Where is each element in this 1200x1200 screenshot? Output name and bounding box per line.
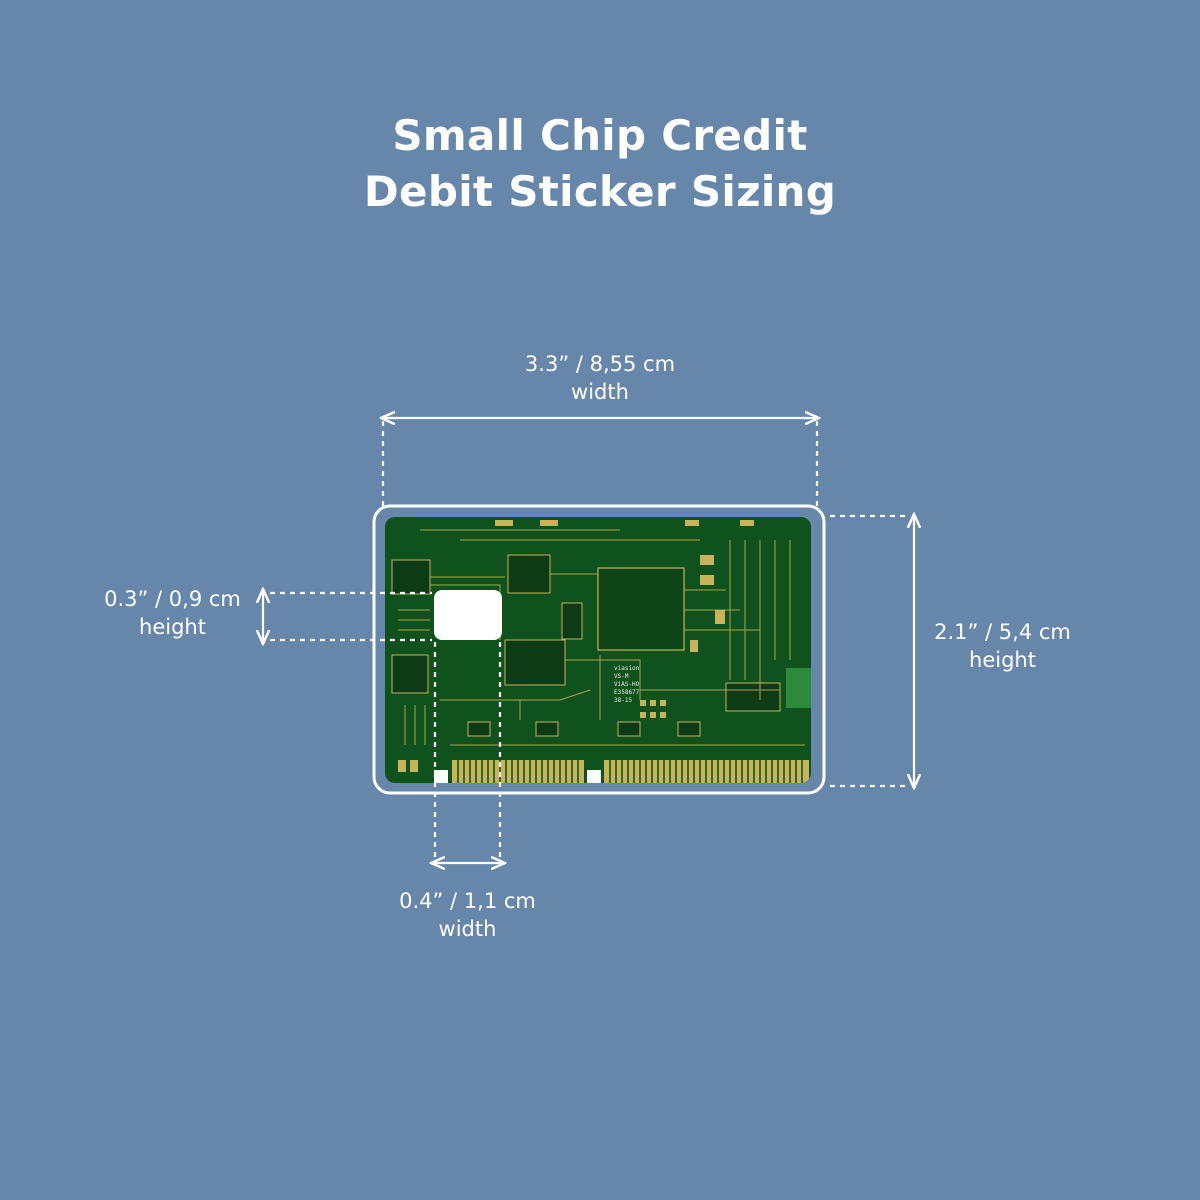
board-text-4: 38-15 bbox=[614, 697, 632, 704]
card-height-label: 2.1” / 5,4 cm height bbox=[900, 618, 1105, 674]
chip-height-label: 0.3” / 0,9 cm height bbox=[80, 585, 265, 641]
card-height-caption: height bbox=[969, 648, 1036, 672]
page-title: Small Chip Credit Debit Sticker Sizing bbox=[0, 108, 1200, 220]
card-height-dimension bbox=[830, 514, 914, 788]
card-outline bbox=[372, 504, 826, 795]
board-brand: viasion bbox=[614, 665, 640, 672]
card-width-dimension bbox=[381, 418, 819, 506]
title-line-1: Small Chip Credit bbox=[392, 111, 808, 160]
card-width-caption: width bbox=[571, 380, 629, 404]
chip-height-value: 0.3” / 0,9 cm bbox=[104, 587, 241, 611]
chip-height-dimension bbox=[263, 589, 432, 644]
board-text-1: VS-M bbox=[614, 673, 629, 680]
chip-width-label: 0.4” / 1,1 cm width bbox=[370, 887, 565, 943]
chip-width-caption: width bbox=[438, 917, 497, 941]
chip-height-caption: height bbox=[139, 615, 206, 639]
chip-width-value: 0.4” / 1,1 cm bbox=[399, 889, 536, 913]
board-text-3: E358677 bbox=[614, 689, 640, 696]
card-width-value: 3.3” / 8,55 cm bbox=[524, 352, 676, 376]
card-width-label: 3.3” / 8,55 cm width bbox=[450, 350, 750, 406]
title-line-2: Debit Sticker Sizing bbox=[363, 167, 837, 216]
card-height-value: 2.1” / 5,4 cm bbox=[934, 620, 1071, 644]
circuit-board-image bbox=[385, 517, 811, 783]
chip-cutout bbox=[434, 590, 502, 640]
chip-width-dimension bbox=[431, 642, 505, 863]
board-silkscreen: viasion VS-M ViAS-HO E358677 38-15 bbox=[614, 665, 640, 704]
board-text-2: ViAS-HO bbox=[614, 681, 640, 688]
